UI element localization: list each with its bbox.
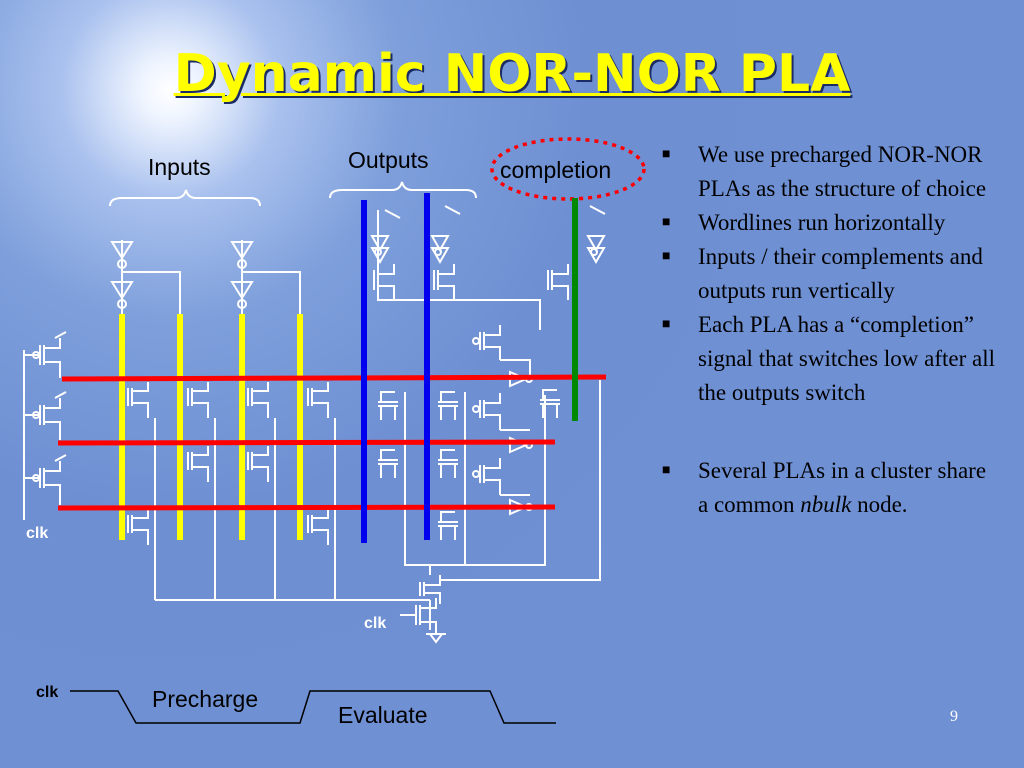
page-number: 9 [950,708,958,725]
bullet-item: ■ We use precharged NOR-NOR PLAs as the s… [660,138,1000,206]
bullet-list: ■ We use precharged NOR-NOR PLAs as the s… [660,138,1000,522]
circuit-wires [23,205,606,644]
bullet-text-before: Several PLAs in a cluster share a common [698,458,987,517]
square-bullet-icon: ■ [662,147,671,162]
wordline-1 [61,374,607,382]
clk-label-left: clk [26,525,48,542]
completion-highlight-circle [490,137,646,201]
bullet-text-emphasis: nbulk [800,492,852,517]
wordline-2 [57,439,556,446]
bullet-text: Inputs / their complements and outputs r… [698,244,983,303]
bullet-item: ■ Several PLAs in a cluster share a commo… [660,454,1000,522]
wordlines [57,374,607,511]
bullet-text: We use precharged NOR-NOR PLAs as the st… [698,142,987,201]
outputs-label: Outputs [348,147,429,173]
outputs-brace [329,181,477,199]
inputs-brace [109,189,261,207]
bullet-item: ■ Wordlines run horizontally [660,206,1000,240]
bullet-text: Each PLA has a “completion” signal that … [698,312,996,405]
square-bullet-icon: ■ [662,463,671,478]
input-lines [119,314,303,540]
precharge-label: Precharge [152,686,258,712]
bullet-text-after: node. [851,492,908,517]
square-bullet-icon: ■ [662,215,671,230]
clk-waveform [70,690,556,724]
evaluate-label: Evaluate [338,702,428,728]
clk-timing-label: clk [36,684,58,701]
completion-label: completion [500,157,611,183]
square-bullet-icon: ■ [662,249,671,264]
bullet-item: ■ Each PLA has a “completion” signal that… [660,308,1000,410]
bullet-text: Wordlines run horizontally [698,210,946,235]
bullet-item: ■ Inputs / their complements and outputs … [660,240,1000,308]
inputs-label: Inputs [148,154,211,180]
clk-label-bottom: clk [364,615,386,632]
square-bullet-icon: ■ [662,317,671,332]
output-lines [361,193,430,543]
slide-title: Dynamic NOR-NOR PLA [173,44,851,104]
wordline-3 [57,504,556,511]
